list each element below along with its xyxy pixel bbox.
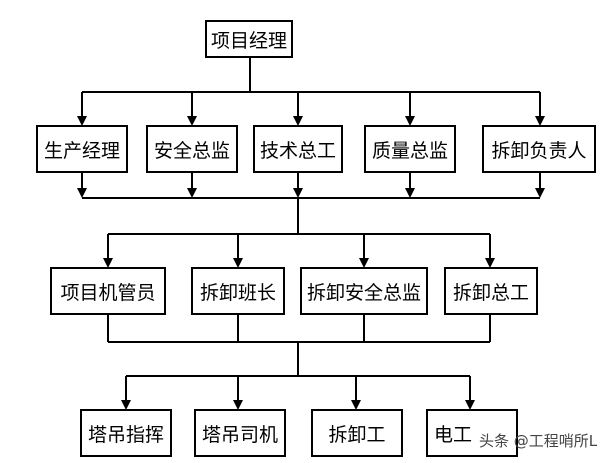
node-quality-director: 质量总监 [364,125,456,173]
node-crane-operator: 塔吊司机 [194,409,286,457]
watermark: 头条 @工程哨所L [479,432,598,450]
node-chief-engineer: 技术总工 [253,125,343,173]
node-crane-signaller: 塔吊指挥 [80,409,172,457]
node-equipment-officer: 项目机管员 [50,267,166,315]
node-dismantling-worker: 拆卸工 [311,409,403,457]
node-project-manager: 项目经理 [205,20,293,58]
node-production-manager: 生产经理 [36,125,128,173]
node-dismantling-foreman: 拆卸班长 [191,267,285,315]
node-safety-director: 安全总监 [146,125,238,173]
node-dismantling-lead: 拆卸负责人 [482,125,596,173]
node-dismantling-chief-engineer: 拆卸总工 [444,267,538,315]
node-dismantling-safety-director: 拆卸安全总监 [300,267,428,315]
node-electrician: 电工 [426,409,518,457]
